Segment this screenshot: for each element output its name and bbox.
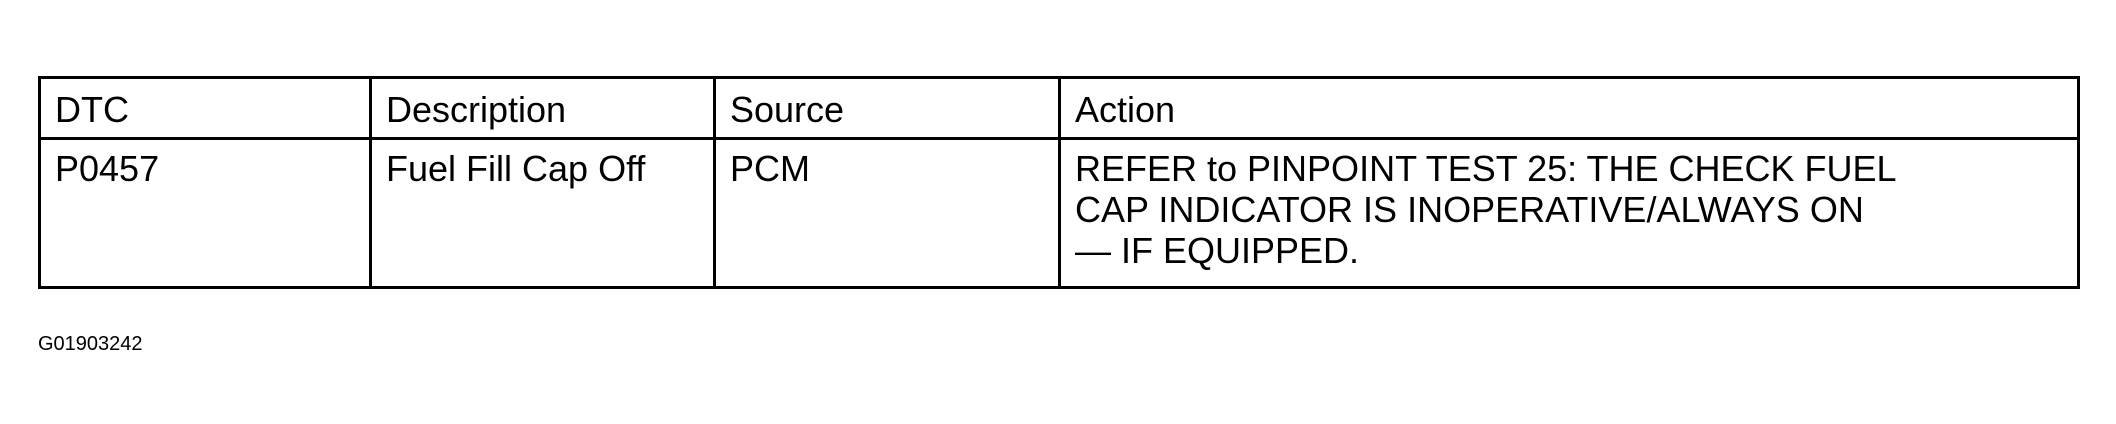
header-description: Description xyxy=(369,76,716,140)
action-line: REFER to PINPOINT TEST 25: THE CHECK FUE… xyxy=(1075,148,1897,189)
figure-id: G01903242 xyxy=(38,333,143,355)
cell-action: REFER to PINPOINT TEST 25: THE CHECK FUE… xyxy=(1058,137,2080,289)
action-line: — IF EQUIPPED. xyxy=(1075,230,1360,271)
cell-description: Fuel Fill Cap Off xyxy=(369,137,716,289)
header-source: Source xyxy=(713,76,1061,140)
dtc-table: DTC Description Source Action P0457 Fuel… xyxy=(38,76,2080,289)
header-action: Action xyxy=(1058,76,2080,140)
cell-dtc: P0457 xyxy=(38,137,372,289)
header-dtc: DTC xyxy=(38,76,372,140)
action-line: CAP INDICATOR IS INOPERATIVE/ALWAYS ON xyxy=(1075,189,1864,230)
cell-source: PCM xyxy=(713,137,1061,289)
table-header-row: DTC Description Source Action xyxy=(38,76,2080,140)
table-row: P0457 Fuel Fill Cap Off PCM REFER to PIN… xyxy=(38,137,2080,289)
